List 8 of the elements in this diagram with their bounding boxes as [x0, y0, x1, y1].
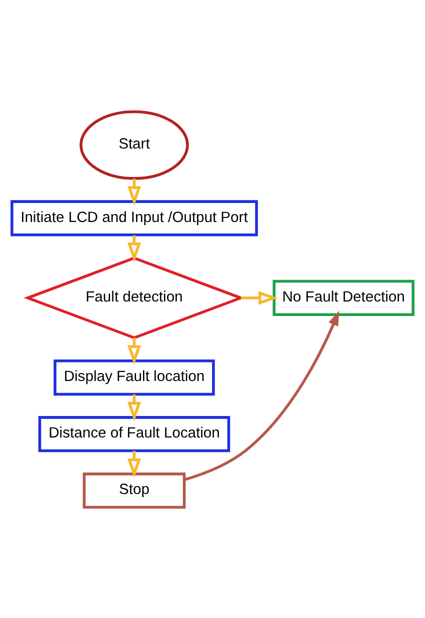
node-box: No Fault Detection	[272, 279, 414, 316]
node-box: Initiate LCD and Input /Output Port	[10, 200, 258, 236]
node-box: Display Fault location	[54, 359, 215, 396]
arrow	[240, 290, 278, 304]
node-box: Stop	[82, 472, 186, 508]
node-ellipse: Start	[80, 110, 189, 180]
arrow	[184, 310, 340, 480]
node-box: Distance of Fault Location	[38, 416, 230, 452]
